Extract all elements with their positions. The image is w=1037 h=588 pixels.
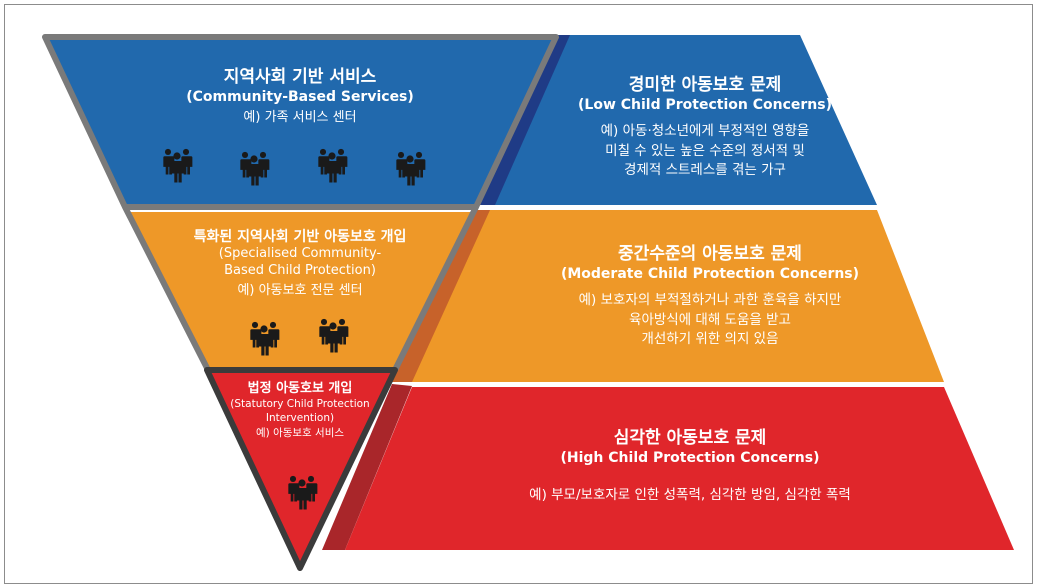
- figure-frame: [4, 4, 1033, 584]
- tier2-text: 특화된 지역사회 기반 아동보호 개입 (Specialised Communi…: [145, 228, 455, 300]
- moderate-concerns-text: 중간수준의 아동보호 문제 (Moderate Child Protection…: [510, 243, 910, 350]
- high-concerns-title: 심각한 아동보호 문제: [613, 428, 767, 448]
- tier2-subtitle-line1: (Specialised Community-: [218, 246, 382, 262]
- tier1-subtitle: (Community-Based Services): [186, 89, 414, 106]
- tier3-example: 예) 아동보호 서비스: [255, 427, 345, 440]
- tier1-title: 지역사회 기반 서비스: [223, 67, 377, 87]
- low-concerns-desc-2: 미칠 수 있는 높은 수준의 정서적 및: [605, 142, 805, 159]
- tier3-subtitle-line1: (Statutory Child Protection: [230, 397, 370, 410]
- tier3-text: 법정 아동호보 개입 (Statutory Child Protection I…: [210, 381, 390, 441]
- high-concerns-subtitle: (High Child Protection Concerns): [560, 450, 820, 467]
- low-concerns-desc-3: 경제적 스트레스를 겪는 가구: [624, 162, 786, 179]
- high-concerns-desc-1: 예) 부모/보호자로 인한 성폭력, 심각한 방임, 심각한 폭력: [529, 487, 851, 504]
- outline-dark: [204, 367, 398, 571]
- low-concerns-text: 경미한 아동보호 문제 (Low Child Protection Concer…: [540, 74, 870, 181]
- moderate-concerns-band: [412, 210, 944, 382]
- tier2-example: 예) 아동보호 전문 센터: [237, 282, 363, 298]
- tier2-title: 특화된 지역사회 기반 아동보호 개입: [193, 229, 407, 245]
- tier3-title: 법정 아동호보 개입: [247, 381, 353, 396]
- high-concerns-text: 심각한 아동보호 문제 (High Child Protection Conce…: [470, 427, 910, 505]
- tier1-text: 지역사회 기반 서비스 (Community-Based Services) 예…: [150, 66, 450, 127]
- tier3-band: [207, 370, 395, 568]
- high-concerns-band: [345, 387, 1014, 550]
- tier2-band: [127, 212, 474, 367]
- tier1-example: 예) 가족 서비스 센터: [243, 110, 357, 126]
- moderate-concerns-title: 중간수준의 아동보호 문제: [618, 244, 802, 264]
- moderate-concerns-subtitle: (Moderate Child Protection Concerns): [560, 266, 860, 283]
- low-concerns-desc-1: 예) 아동·청소년에게 부정적인 영향을: [600, 123, 810, 140]
- tier2-subtitle-line2: Based Child Protection): [224, 263, 376, 279]
- low-concerns-band: [495, 35, 877, 205]
- low-concerns-title: 경미한 아동보호 문제: [628, 75, 782, 95]
- low-concerns-subtitle: (Low Child Protection Concerns): [578, 97, 832, 114]
- tier3-subtitle-line2: Intervention): [265, 411, 335, 424]
- moderate-concerns-desc-3: 개선하기 위한 의지 있음: [641, 331, 779, 348]
- moderate-concerns-desc-1: 예) 보호자의 부적절하거나 과한 훈육을 하지만: [578, 292, 842, 309]
- moderate-concerns-desc-2: 육아방식에 대해 도움을 받고: [629, 311, 791, 328]
- connector-red-shadow: [322, 384, 412, 550]
